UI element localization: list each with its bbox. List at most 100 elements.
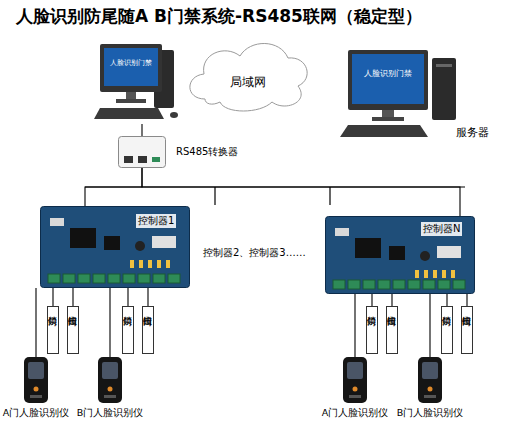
diagram-title: 人脸识别防尾随A B门禁系统-RS485联网（稳定型） (16, 5, 422, 28)
monitor-stand (382, 110, 394, 118)
tag-shape (122, 306, 134, 354)
device-screen (102, 362, 118, 379)
device-light (353, 387, 358, 392)
terminal-block (63, 274, 75, 283)
monitor-frame (348, 50, 428, 110)
face-node: B门人脸识别仪 (394, 357, 466, 423)
connector-line (147, 288, 148, 306)
capacitor (135, 241, 145, 251)
tag-node: 出门按钮 (142, 306, 154, 354)
connector-line (141, 124, 142, 136)
terminal-block (438, 280, 450, 289)
pc-shape (92, 42, 182, 124)
tag-box (123, 307, 134, 354)
tag-shape (47, 306, 59, 354)
server-node: 人脸识别门禁服务器 (340, 48, 505, 143)
component (50, 218, 64, 226)
terminal-block (423, 280, 435, 289)
connector-line (85, 168, 142, 206)
node-text: 控制器N (421, 222, 462, 236)
component (335, 228, 349, 236)
tag-node: 出门按钮 (461, 306, 473, 354)
converter-port (124, 156, 133, 163)
terminal-block (123, 274, 135, 283)
device-light (34, 387, 39, 392)
monitor-base (116, 99, 146, 103)
connector (437, 246, 461, 258)
connector-line (354, 294, 355, 357)
tag-node: 门禁锁 (366, 306, 378, 354)
converter-body (119, 137, 166, 168)
monitor-screen (104, 48, 158, 86)
node-text: B门人脸识别仪 (394, 407, 466, 420)
tag-node: 门禁锁 (47, 306, 59, 354)
connector-line (466, 294, 467, 306)
chip (355, 238, 381, 258)
component (157, 260, 161, 268)
server-tower (432, 58, 456, 120)
terminal-block (453, 280, 465, 289)
connector-line (109, 288, 110, 357)
converter-port (138, 156, 147, 163)
device-light (108, 387, 113, 392)
ctrl-node: 控制器N (325, 216, 475, 294)
tag-shape (142, 306, 154, 354)
terminal-block (153, 274, 165, 283)
component (451, 270, 455, 278)
tag-box (442, 307, 453, 354)
node-text: 服务器 (456, 125, 489, 140)
device-screen (422, 362, 438, 379)
node-text: A门人脸识别仪 (319, 407, 391, 420)
device-screen (28, 362, 44, 379)
cloud-shape (180, 34, 315, 114)
terminal-block (108, 274, 120, 283)
ctrl-node: 控制器1 (40, 206, 190, 288)
monitor-base (372, 117, 404, 121)
connector-line (52, 288, 53, 306)
tag-node: 出门按钮 (67, 306, 79, 354)
drive-bay (436, 64, 452, 67)
bus-drop-line (214, 187, 215, 205)
terminal-block (93, 274, 105, 283)
pcb-board (41, 207, 190, 288)
device-slot (349, 395, 361, 398)
terminal-block (393, 280, 405, 289)
connector-line (391, 294, 392, 306)
tag-shape (461, 306, 473, 354)
component (442, 270, 446, 278)
tag-node: 门禁锁 (441, 306, 453, 354)
node-text: 局域网 (180, 74, 315, 91)
face-node: A门人脸识别仪 (319, 357, 391, 423)
tag-node: 门禁锁 (122, 306, 134, 354)
mouse (170, 112, 178, 118)
conv-node: RS485转换器 (118, 136, 166, 168)
connector-line (72, 288, 73, 306)
component (424, 270, 428, 278)
tag-shape (366, 306, 378, 354)
tag-shape (441, 306, 453, 354)
face-node: B门人脸识别仪 (74, 357, 146, 423)
tag-box (143, 307, 154, 354)
connector (152, 236, 176, 248)
capacitor (420, 251, 430, 261)
connector-line (35, 288, 36, 357)
rs485-bus-line (85, 186, 465, 187)
device-screen (347, 362, 363, 379)
node-text: RS485转换器 (176, 145, 238, 159)
converter-terminal (152, 157, 160, 162)
device-body (418, 357, 442, 403)
terminal-block (348, 280, 360, 289)
component (139, 260, 143, 268)
device-body (24, 357, 48, 403)
node-text: A门人脸识别仪 (0, 407, 72, 420)
device-slot (30, 395, 42, 398)
pc-node: 人脸识别门禁 (92, 42, 182, 124)
device-slot (104, 395, 116, 398)
node-text: 人脸识别门禁 (104, 58, 158, 68)
terminal-block (168, 274, 180, 283)
connector-line (127, 288, 128, 306)
device-body (98, 357, 122, 403)
pcb-board (326, 217, 475, 294)
face-node: A门人脸识别仪 (0, 357, 72, 423)
